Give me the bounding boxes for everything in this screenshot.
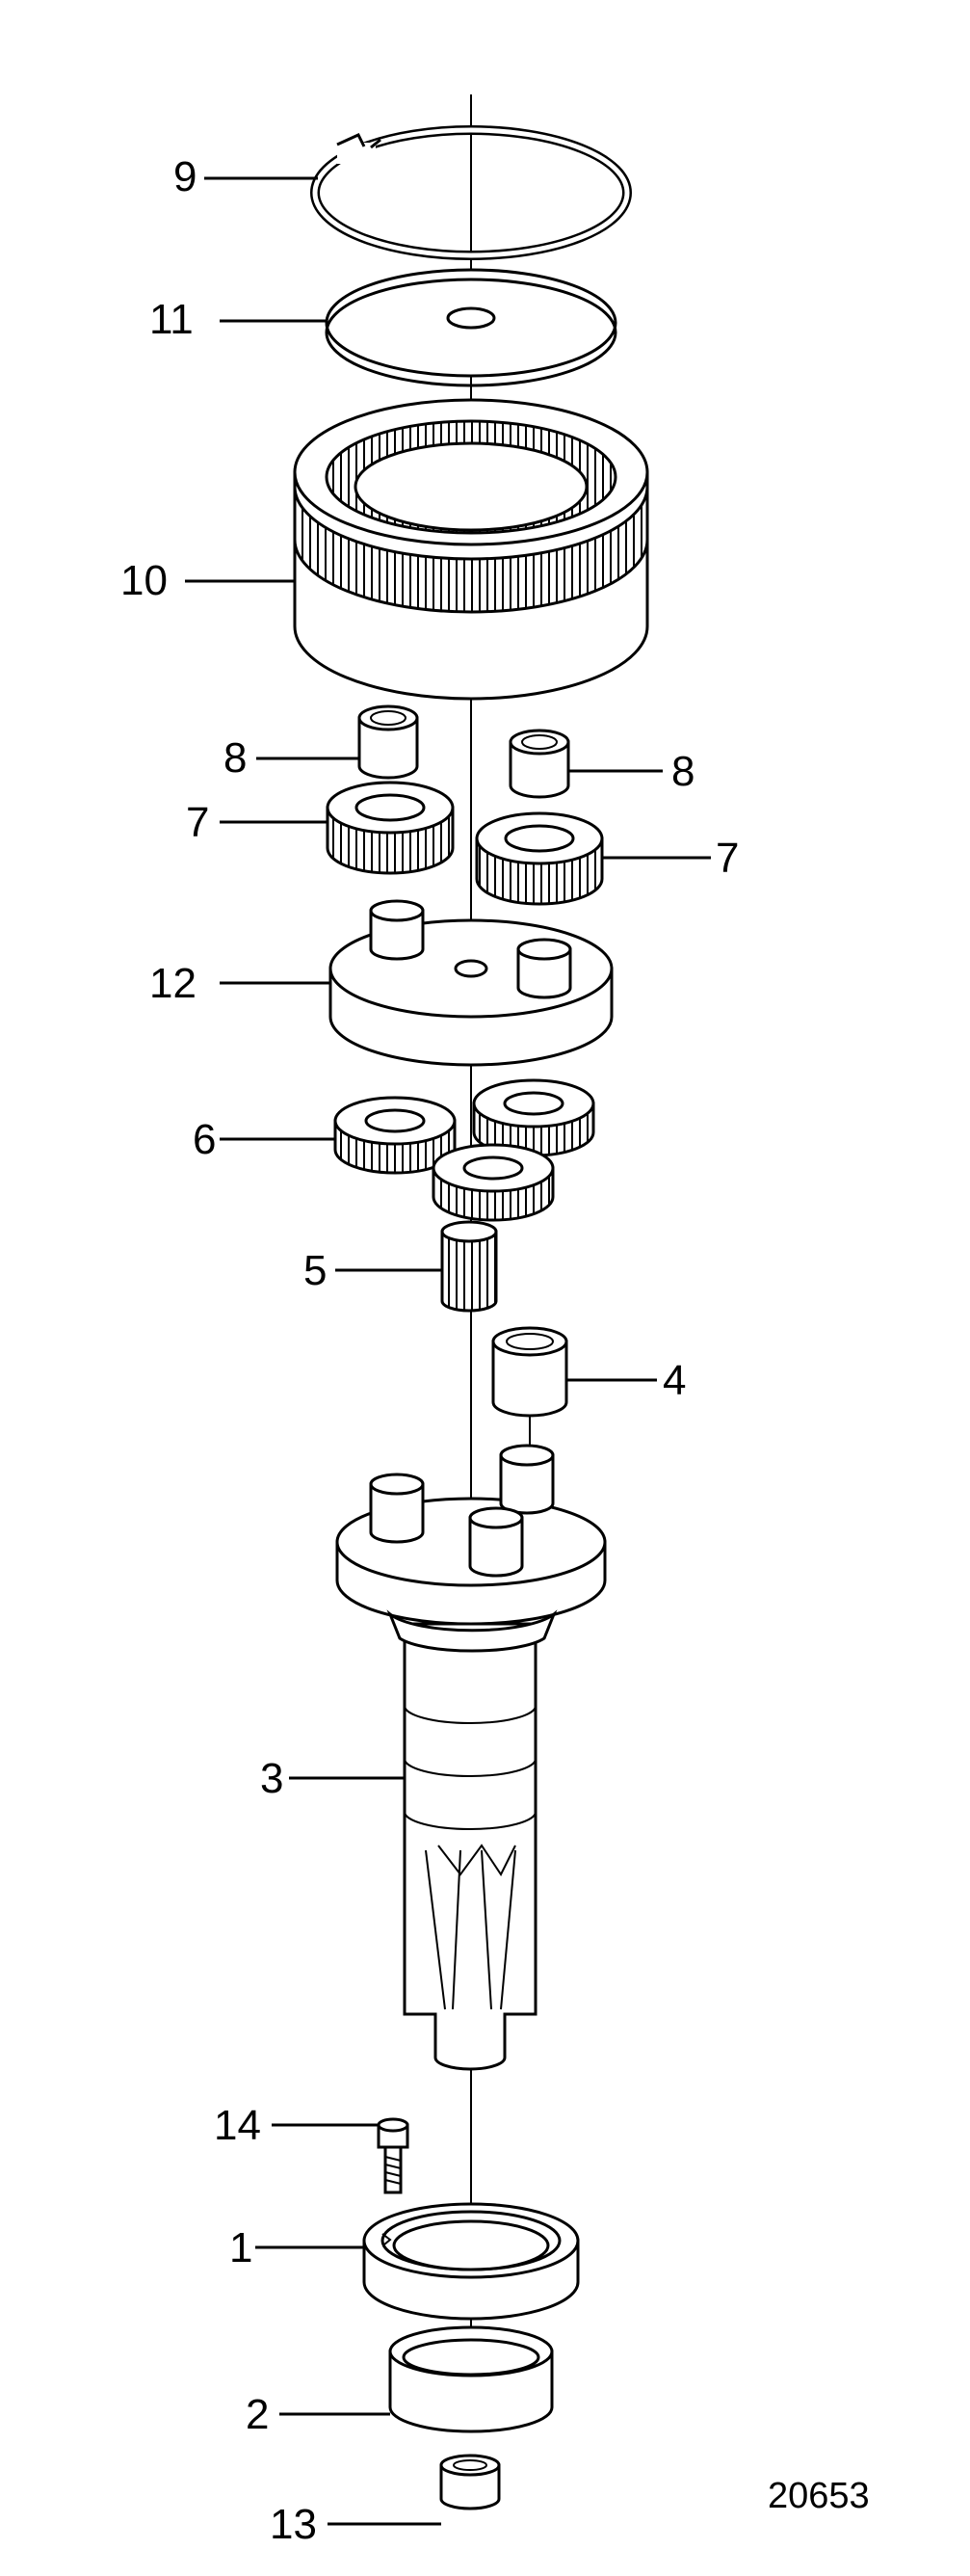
- callout-10: 10: [120, 557, 168, 604]
- callout-labels: 9 11 10 8 8 7 7 12 6 5 4 3 14 1 2 13 206…: [120, 153, 870, 2548]
- part-planet-gear-lower-left: [333, 1096, 457, 1175]
- callout-6: 6: [193, 1116, 216, 1163]
- part-planet-carrier: [328, 899, 614, 1067]
- callout-4: 4: [663, 1357, 686, 1404]
- callout-1: 1: [229, 2224, 252, 2271]
- part-bearing-housing: [362, 2202, 580, 2321]
- callout-11: 11: [149, 296, 194, 343]
- callout-8-left: 8: [223, 734, 247, 782]
- part-planet-gear-upper-left: [326, 781, 455, 875]
- part-sun-gear: [440, 1220, 498, 1313]
- part-bolt: [377, 2117, 409, 2194]
- part-ring-gear: [293, 398, 649, 701]
- part-sleeve: [388, 2325, 554, 2433]
- part-output-shaft: [335, 1444, 607, 2071]
- callout-7-left: 7: [186, 799, 209, 846]
- callout-9: 9: [173, 153, 197, 200]
- part-bushing: [439, 2454, 501, 2510]
- callout-13: 13: [270, 2501, 317, 2548]
- callout-14: 14: [214, 2102, 261, 2149]
- callout-8-right: 8: [671, 748, 695, 795]
- part-planet-gear-lower-right: [472, 1078, 595, 1157]
- part-needle-bearing-lower: [491, 1326, 568, 1450]
- callout-5: 5: [303, 1247, 327, 1294]
- part-planet-gear-upper-right: [475, 811, 604, 906]
- callout-7-right: 7: [716, 835, 739, 882]
- figure-reference-number: 20653: [768, 2476, 870, 2516]
- callout-3: 3: [260, 1755, 283, 1802]
- part-needle-bearing-left: [357, 704, 419, 780]
- callout-12: 12: [149, 960, 197, 1007]
- part-planet-gear-lower-center: [432, 1143, 555, 1222]
- part-needle-bearing-right: [509, 729, 570, 799]
- part-retaining-ring: [310, 125, 632, 260]
- leader-lines: [185, 176, 711, 2526]
- callout-2: 2: [246, 2391, 269, 2438]
- part-thrust-washer: [325, 268, 617, 387]
